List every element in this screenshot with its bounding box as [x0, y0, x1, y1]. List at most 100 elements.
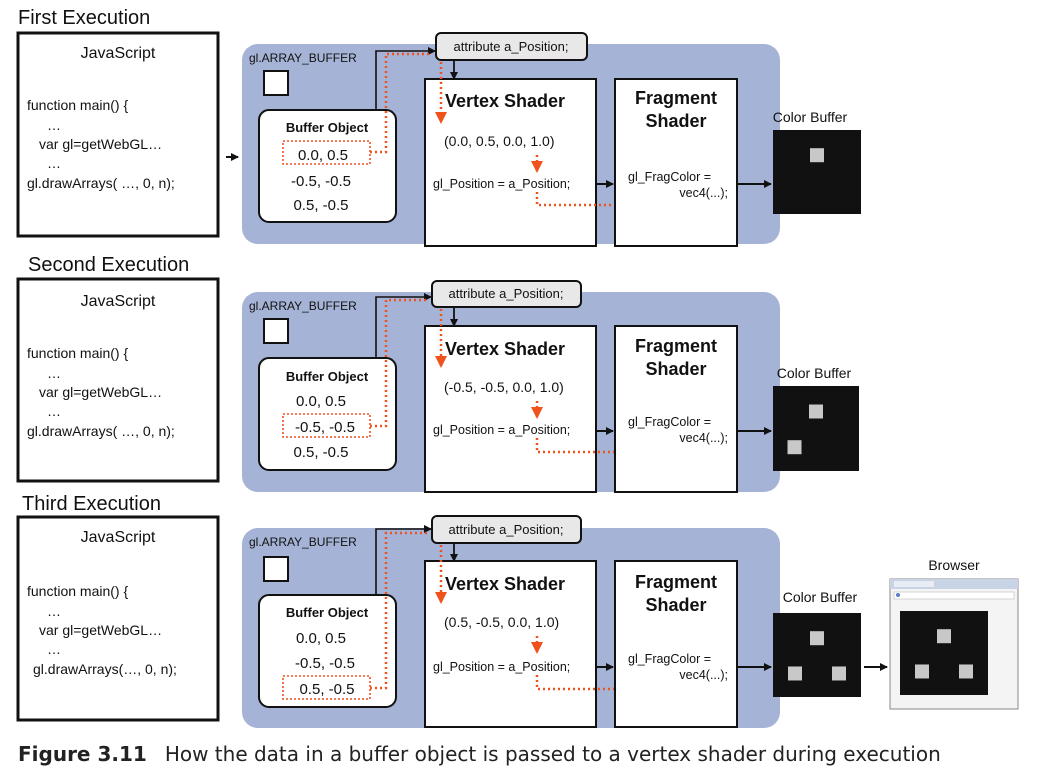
fragment-title-1: Fragment — [635, 336, 717, 356]
array-buffer-icon — [263, 70, 289, 96]
vertex-shader-box — [424, 78, 597, 247]
array-buffer-label: gl.ARRAY_BUFFER — [249, 51, 357, 65]
buffer-highlight — [282, 413, 371, 438]
javascript-box — [16, 277, 220, 483]
js-line-3: var gl=getWebGL… — [39, 136, 162, 152]
buffer-highlight — [282, 675, 371, 700]
array-buffer-label: gl.ARRAY_BUFFER — [249, 299, 357, 313]
buffer-object-title: Buffer Object — [286, 369, 369, 384]
array-buffer-label: gl.ARRAY_BUFFER — [249, 535, 357, 549]
color-buffer-label: Color Buffer — [773, 109, 848, 125]
fragment-code-2: vec4(...); — [679, 668, 728, 682]
javascript-title: JavaScript — [81, 45, 156, 62]
vertex-assign: gl_Position = a_Position; — [433, 423, 570, 437]
browser-canvas — [900, 611, 988, 695]
color-buffer — [773, 386, 859, 471]
buffer-highlight — [282, 140, 371, 165]
color-buffer — [773, 613, 861, 697]
js-line-1: function main() { — [27, 345, 128, 361]
figure-caption: Figure 3.11 How the data in a buffer obje… — [18, 742, 941, 766]
buffer-value-2: -0.5, -0.5 — [295, 419, 355, 436]
js-line-4: … — [47, 155, 61, 171]
fragment-code-2: vec4(...); — [679, 186, 728, 200]
js-line-1: function main() { — [27, 583, 128, 599]
vertex-value: (0.5, -0.5, 0.0, 1.0) — [444, 614, 559, 630]
vertex-assign: gl_Position = a_Position; — [433, 177, 570, 191]
color-buffer — [773, 130, 861, 214]
js-line-3: var gl=getWebGL… — [39, 622, 162, 638]
fragment-code-2: vec4(...); — [679, 431, 728, 445]
js-line-5: gl.drawArrays( …, 0, n); — [27, 423, 175, 439]
vertex-shader-title: Vertex Shader — [445, 574, 565, 594]
javascript-box — [16, 31, 220, 238]
browser-tab — [894, 581, 934, 587]
rendered-point — [915, 664, 929, 679]
row-title: First Execution — [18, 7, 150, 29]
rendered-point — [810, 148, 824, 163]
buffer-value-3: 0.5, -0.5 — [299, 681, 354, 698]
browser-back-icon — [896, 593, 900, 597]
buffer-object-box — [258, 109, 397, 223]
rendered-point — [809, 404, 823, 419]
attribute-box — [431, 515, 582, 544]
vertex-shader-title: Vertex Shader — [445, 91, 565, 111]
execution-row-3: Third Execution JavaScript function main… — [16, 493, 1019, 728]
rendered-point — [787, 440, 802, 455]
js-line-2: … — [47, 603, 61, 619]
buffer-object-title: Buffer Object — [286, 120, 369, 135]
execution-row-1: First Execution JavaScript function main… — [16, 7, 861, 247]
js-line-3: var gl=getWebGL… — [39, 384, 162, 400]
position-flow-arrow — [535, 192, 634, 211]
fragment-code-1: gl_FragColor = — [628, 652, 711, 666]
buffer-value-3: 0.5, -0.5 — [293, 444, 348, 461]
browser-label: Browser — [928, 557, 980, 573]
rendered-point — [937, 629, 951, 644]
fragment-title-2: Shader — [645, 595, 706, 615]
js-line-5: gl.drawArrays( …, 0, n); — [27, 175, 175, 191]
buffer-object-title: Buffer Object — [286, 605, 369, 620]
vertex-value: (0.0, 0.5, 0.0, 1.0) — [444, 133, 555, 149]
fragment-code-1: gl_FragColor = — [628, 415, 711, 429]
vertex-assign: gl_Position = a_Position; — [433, 660, 570, 674]
row-title: Second Execution — [28, 254, 189, 276]
js-line-2: … — [47, 117, 61, 133]
js-line-4: … — [47, 403, 61, 419]
javascript-title: JavaScript — [81, 293, 156, 310]
data-flow-1 — [370, 52, 430, 154]
vertex-value: (-0.5, -0.5, 0.0, 1.0) — [444, 379, 564, 395]
fragment-shader-box — [614, 325, 738, 493]
vertex-shader-box — [424, 560, 597, 728]
javascript-title: JavaScript — [81, 529, 156, 546]
buffer-to-attribute-line — [375, 525, 432, 595]
fragment-shader-box — [614, 78, 738, 247]
javascript-box — [16, 515, 220, 722]
fragment-shader-box — [614, 560, 738, 728]
buffer-to-attribute-line — [375, 293, 432, 358]
buffer-value-2: -0.5, -0.5 — [295, 655, 355, 672]
rendered-point — [959, 664, 973, 679]
attribute-box — [431, 280, 582, 308]
buffer-to-attribute-line — [375, 47, 436, 110]
browser-address-bar — [893, 591, 1015, 600]
buffer-value-1: 0.0, 0.5 — [298, 147, 348, 164]
attribute-text: attribute a_Position; — [449, 522, 564, 537]
fragment-title-1: Fragment — [635, 88, 717, 108]
array-buffer-icon — [263, 318, 289, 344]
rendered-point — [810, 631, 824, 646]
fragment-code-1: gl_FragColor = — [628, 170, 711, 184]
execution-row-2: Second Execution JavaScript function mai… — [16, 254, 859, 493]
vertex-shader-box — [424, 325, 597, 493]
data-flow-3 — [370, 531, 428, 690]
color-buffer-label: Color Buffer — [783, 589, 858, 605]
js-line-4: … — [47, 641, 61, 657]
buffer-value-1: 0.0, 0.5 — [296, 630, 346, 647]
figure-number: Figure 3.11 — [18, 742, 147, 766]
js-line-2: … — [47, 365, 61, 381]
fragment-title-1: Fragment — [635, 572, 717, 592]
js-line-1: function main() { — [27, 97, 128, 113]
color-buffer-label: Color Buffer — [777, 365, 852, 381]
fragment-title-2: Shader — [645, 111, 706, 131]
attribute-text: attribute a_Position; — [454, 39, 569, 54]
vertex-shader-title: Vertex Shader — [445, 339, 565, 359]
figure-caption-text: How the data in a buffer object is passe… — [164, 742, 941, 766]
